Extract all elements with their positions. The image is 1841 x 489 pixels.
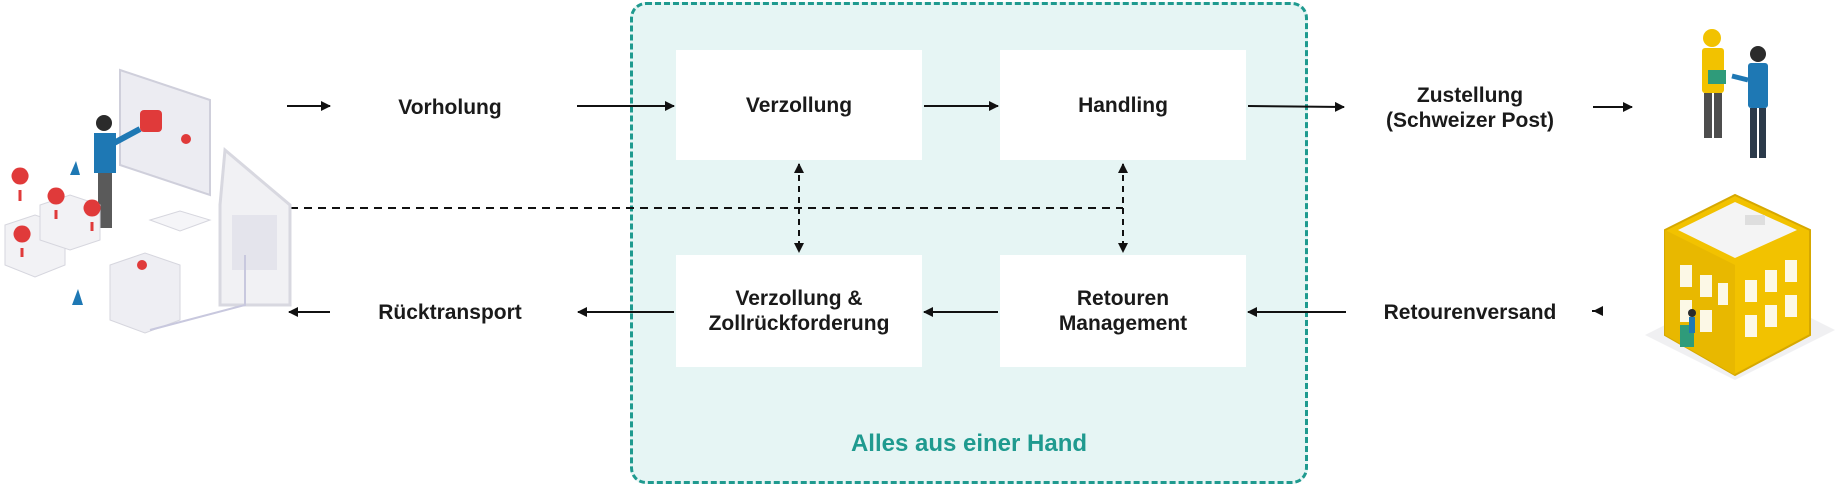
label-ruecktransport: Rücktransport xyxy=(378,300,522,324)
parcel-delivery-icon xyxy=(1702,29,1768,158)
box-handling: Handling xyxy=(1000,50,1246,160)
label-zustellung: Zustellung (Schweizer Post) xyxy=(1385,84,1555,132)
region-label: Alles aus einer Hand xyxy=(850,430,1088,457)
online-shop-icon xyxy=(4,68,292,334)
post-building-icon xyxy=(1645,193,1835,380)
label-vorholung: Vorholung xyxy=(398,95,502,119)
box-verzollung: Verzollung xyxy=(676,50,922,160)
box-verzollung-zollrueckforderung: Verzollung & Zollrückforderung xyxy=(676,255,922,367)
box-retouren-management: Retouren Management xyxy=(1000,255,1246,367)
arrow-handling-to-zustellung xyxy=(1247,101,1345,112)
label-retourenversand: Retourenversand xyxy=(1383,300,1557,324)
